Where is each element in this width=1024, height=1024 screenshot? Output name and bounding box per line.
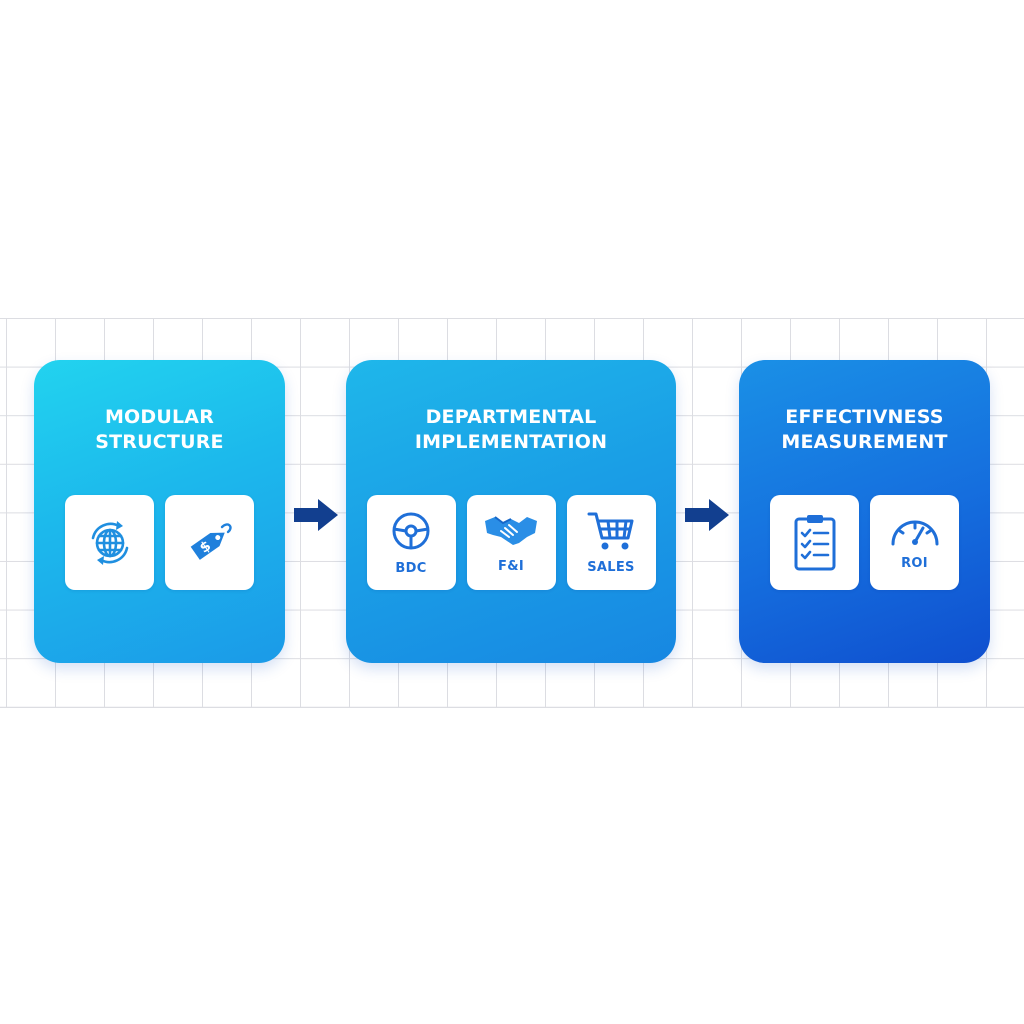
globe-refresh-icon	[91, 520, 128, 565]
tile-roi: ROI	[870, 495, 959, 590]
shopping-cart-icon	[587, 512, 634, 550]
tile-label: BDC	[395, 561, 427, 576]
clipboard-checklist-icon	[794, 514, 835, 570]
tile-label: SALES	[587, 560, 635, 575]
tile-sales: SALES	[566, 495, 656, 590]
stage-title-line-1: DEPARTMENTAL	[425, 406, 597, 428]
stage-title-line-1: EFFECTIVNESS	[785, 406, 944, 428]
steering-wheel-icon	[392, 512, 430, 550]
tile-globe	[65, 495, 154, 590]
stage-title-line-2: IMPLEMENTATION	[414, 431, 608, 453]
stage-icon-row: BDC F&I	[346, 495, 676, 590]
handshake-icon	[485, 516, 537, 545]
stage-departmental-implementation: DEPARTMENTAL IMPLEMENTATION BDC	[346, 360, 676, 663]
tile-f-and-i: F&I	[466, 495, 556, 590]
stage-effectiveness-measurement: EFFECTIVNESS MEASUREMENT	[739, 360, 990, 663]
stage-title-line-2: MEASUREMENT	[781, 431, 948, 453]
stage-icon-row: $	[34, 495, 285, 590]
stage-title-line-1: MODULAR	[104, 406, 215, 428]
stage-icon-row: ROI	[739, 495, 990, 590]
stage-title: EFFECTIVNESS MEASUREMENT	[739, 405, 990, 455]
tile-bdc: BDC	[366, 495, 456, 590]
stage-title: MODULAR STRUCTURE	[34, 405, 285, 455]
arrow-right-icon	[685, 499, 729, 531]
tile-label: ROI	[901, 556, 928, 571]
stage-title: DEPARTMENTAL IMPLEMENTATION	[346, 405, 676, 455]
tile-checklist	[770, 495, 859, 590]
arrow-right-icon	[294, 499, 338, 531]
price-tag-icon: $	[190, 522, 232, 560]
tile-price-tag: $	[165, 495, 254, 590]
tile-label: F&I	[498, 559, 524, 574]
stage-modular-structure: MODULAR STRUCTURE	[34, 360, 285, 663]
stage-title-line-2: STRUCTURE	[95, 431, 224, 453]
speedometer-gauge-icon	[891, 520, 938, 546]
